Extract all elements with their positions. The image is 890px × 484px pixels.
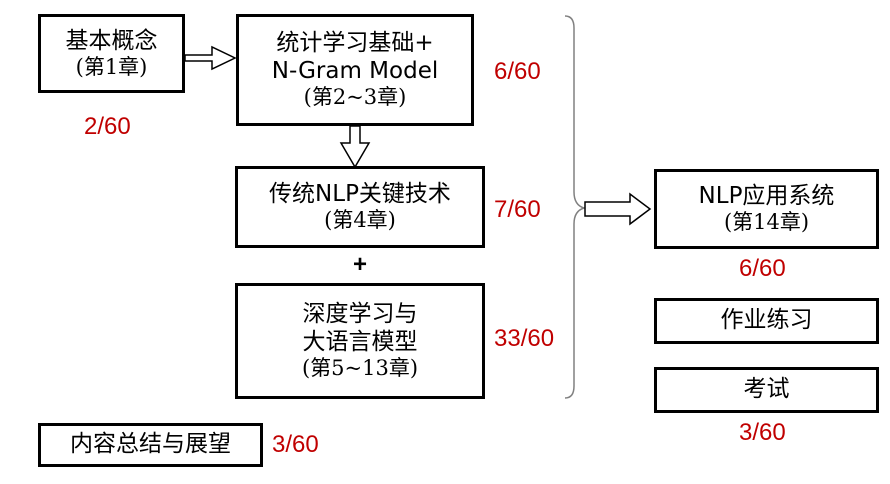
node-title: 考试 — [743, 376, 790, 403]
node-statistical-learning: 统计学习基础+ N-Gram Model (第2~3章) — [236, 14, 474, 126]
node-chapter: (第2~3章) — [303, 84, 407, 109]
node-chapter: (第4章) — [324, 208, 396, 233]
node-chapter: (第14章) — [723, 210, 810, 235]
node-title-line2: N-Gram Model — [271, 57, 439, 84]
node-basic-concepts: 基本概念 (第1章) — [38, 14, 185, 93]
arrow-right-to-nlp-apps — [584, 192, 652, 226]
node-title: NLP应用系统 — [698, 183, 835, 210]
node-traditional-nlp: 传统NLP关键技术 (第4章) — [235, 166, 485, 248]
arrow-right-basic-to-statistical — [184, 45, 237, 71]
share-exam: 3/60 — [739, 419, 786, 446]
plus-sign: + — [353, 251, 368, 278]
node-title: 传统NLP关键技术 — [269, 181, 451, 208]
share-summary-outlook: 3/60 — [272, 431, 319, 458]
node-title-line2: 大语言模型 — [302, 328, 418, 355]
node-deep-learning-llm: 深度学习与 大语言模型 (第5~13章) — [235, 283, 485, 399]
share-deep-learning-llm: 33/60 — [494, 325, 555, 352]
node-homework: 作业练习 — [654, 298, 879, 344]
node-title-line1: 统计学习基础+ — [276, 30, 434, 57]
share-traditional-nlp: 7/60 — [494, 196, 541, 223]
node-title: 基本概念 — [65, 27, 158, 54]
node-chapter: (第5~13章) — [301, 355, 419, 380]
node-exam: 考试 — [654, 367, 879, 413]
node-title: 内容总结与展望 — [70, 431, 231, 458]
node-nlp-applications: NLP应用系统 (第14章) — [654, 169, 879, 249]
share-basic-concepts: 2/60 — [84, 113, 131, 140]
share-statistical-learning: 6/60 — [494, 58, 541, 85]
share-nlp-applications: 6/60 — [739, 255, 786, 282]
arrow-down-statistical-to-traditional — [339, 125, 371, 169]
curly-brace — [564, 15, 587, 399]
node-title-line1: 深度学习与 — [302, 301, 418, 328]
node-title: 作业练习 — [720, 307, 813, 334]
node-chapter: (第1章) — [75, 54, 148, 79]
node-summary-outlook: 内容总结与展望 — [38, 423, 263, 467]
